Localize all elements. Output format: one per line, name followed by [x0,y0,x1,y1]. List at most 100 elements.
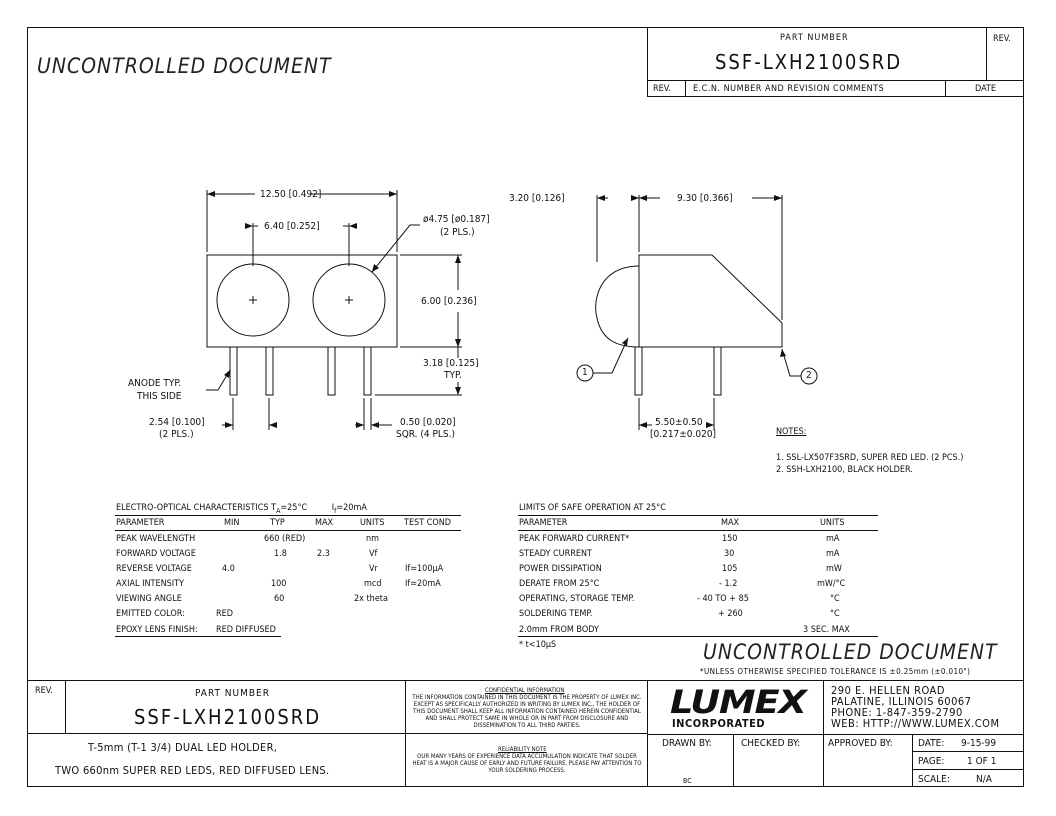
page-label: PAGE: [918,756,945,767]
electro-row-param: PEAK WAVELENGTH [116,534,196,544]
ecn-column-header: E.C.N. NUMBER AND REVISION COMMENTS [693,84,885,94]
title-part-number-label: PART NUMBER [195,688,270,699]
electro-header-units: UNITS [360,518,385,528]
note-2: 2. SSH-LXH2100, BLACK HOLDER. [776,465,913,475]
limits-row-max: 30 [724,549,735,559]
dim-lead-square-note: SQR. (4 PLS.) [396,429,456,440]
limits-row-units: °C [830,594,840,604]
anode-label-line-2: THIS SIDE [137,391,182,402]
limits-row-units: mA [826,549,840,559]
side-lead-b [713,346,722,396]
anode-label-line-1: ANODE TYP. [128,378,182,389]
drawn-by-value: BC [683,777,692,785]
epoxy-finish-value: RED DIFFUSED [216,625,276,635]
note-1: 1. SSL-LX507F3SRD, SUPER RED LED. (2 PCS… [776,453,964,463]
electro-row-min: 4.0 [222,564,235,574]
electro-header-typ: TYP [270,518,285,528]
emitted-color-label: EMITTED COLOR: [116,609,185,619]
electro-row-typ: 660 (RED) [264,534,306,544]
electro-row-units: Vr [369,564,378,574]
address-line-2: PALATINE, ILLINOIS 60067 [831,695,972,708]
company-web: WEB: HTTP://WWW.LUMEX.COM [831,717,1000,730]
electro-row-units: mcd [364,579,382,589]
lead-1 [229,346,238,396]
dim-lead-pitch: 2.54 [0.100] [149,417,205,428]
rev-column-header: REV. [653,84,671,94]
scale-label: SCALE: [918,774,950,785]
company-phone: PHONE: 1-847-359-2790 [831,706,963,719]
limits-row-param: OPERATING, STORAGE TEMP. [519,594,635,604]
electro-title: ELECTRO-OPTICAL CHARACTERISTICS TA=25°C … [116,503,367,515]
reliability-title: RELIABILITY NOTE [498,746,547,753]
tolerance-note: *UNLESS OTHERWISE SPECIFIED TOLERANCE IS… [700,667,971,676]
lumex-logo: LUMEX INCORPORATED [670,683,807,730]
address-line-1: 290 E. HELLEN ROAD [831,684,945,697]
description-line-1: T-5mm (T-1 3/4) DUAL LED HOLDER, [88,741,278,754]
lead-4 [363,346,372,396]
dim-lead-offset: 5.50±0.50 [655,417,703,428]
limits-row-max: 150 [722,534,738,544]
limits-row-units: mW/°C [817,579,846,589]
dim-lens-length: 3.20 [0.126] [509,193,565,204]
electro-row-units: nm [366,534,380,544]
electro-header-max: MAX [315,518,334,528]
dim-lead-length: 3.18 [0.125] [423,358,479,369]
electro-row-param: FORWARD VOLTAGE [116,549,196,559]
limits-row-units: mW [826,564,842,574]
dim-lens-pitch: 6.40 [0.252] [264,221,320,232]
checked-by-label: CHECKED BY: [741,738,801,749]
holder-side-body [638,254,783,348]
dim-lead-pitch-note: (2 PLS.) [159,429,194,440]
electro-header-min: MIN [224,518,240,528]
limits-row-units: 3 SEC. MAX [803,625,850,635]
limits-row-max: - 40 TO + 85 [697,594,749,604]
limits-row-max: 105 [722,564,738,574]
emitted-color-value: RED [216,609,233,619]
limits-header-max: MAX [721,518,740,528]
page-value: 1 OF 1 [967,756,997,767]
approved-by-label: APPROVED BY: [828,738,893,749]
lead-3 [327,346,336,396]
dim-lens-diameter: ø4.75 [ø0.187] [423,214,490,225]
dim-lead-square: 0.50 [0.020] [400,417,456,428]
electro-row-test: If=100µA [405,564,444,574]
description-line-2: TWO 660nm SUPER RED LEDS, RED DIFFUSED L… [55,764,330,777]
dim-overall-width: 12.50 [0.492] [260,189,322,200]
electro-row-max: 2.3 [317,549,330,559]
limits-footnote: * t<10µS [519,640,557,650]
electro-row-param: VIEWING ANGLE [116,594,182,604]
confidential-text: THE INFORMATION CONTAINED IN THIS DOCUME… [412,694,642,729]
drawn-by-label: DRAWN BY: [662,738,712,749]
uncontrolled-watermark-top: UNCONTROLLED DOCUMENT [37,54,332,78]
top-part-number: SSF-LXH2100SRD [715,50,903,74]
limits-row-param: STEADY CURRENT [519,549,592,559]
reliability-text: OUR MANY YEARS OF EXPERIENCE DATA ACCUMU… [412,753,642,774]
callout-number-1: 1 [582,367,588,378]
limits-header-units: UNITS [820,518,845,528]
limits-header-parameter: PARAMETER [519,518,568,528]
date-label: DATE: [918,738,945,749]
top-part-number-label: PART NUMBER [780,33,849,43]
limits-title: LIMITS OF SAFE OPERATION AT 25°C [519,503,666,513]
electro-row-typ: 1.8 [274,549,287,559]
dim-lens-diameter-note: (2 PLS.) [440,227,475,238]
dim-lead-length-note: TYP. [444,370,462,381]
lead-2 [265,346,274,396]
top-rev-label: REV. [993,34,1011,44]
limits-row-param: SOLDERING TEMP. [519,609,593,619]
notes-title: NOTES: [776,427,807,437]
date-value: 9-15-99 [961,738,997,749]
electro-row-param: AXIAL INTENSITY [116,579,185,589]
dim-body-height: 6.00 [0.236] [421,296,477,307]
electro-header-parameter: PARAMETER [116,518,165,528]
title-part-number: SSF-LXH2100SRD [134,705,322,729]
limits-row-units: °C [830,609,840,619]
limits-row-param: POWER DISSIPATION [519,564,602,574]
limits-row-units: mA [826,534,840,544]
scale-value: N/A [976,774,992,785]
limits-row-param: DERATE FROM 25°C [519,579,600,589]
limits-row-param: 2.0mm FROM BODY [519,625,599,635]
electro-row-typ: 100 [271,579,287,589]
electro-row-units: 2x theta [354,594,388,604]
